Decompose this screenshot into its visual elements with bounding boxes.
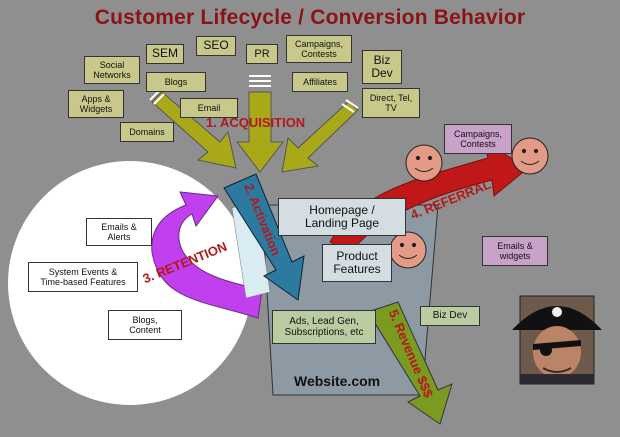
source-email: Email [180,98,238,118]
retention-emails-alerts: Emails & Alerts [86,218,152,246]
source-sem: SEM [146,44,184,64]
website-product-features-box: Product Features [322,244,392,282]
smiley-icon-bottom [389,231,427,269]
acquisition-arrow-left [151,91,237,169]
source-pr: PR [246,44,278,64]
source-apps-widgets: Apps & Widgets [68,90,124,118]
source-seo: SEO [196,36,236,56]
source-biz-dev: Biz Dev [362,50,402,84]
retention-system-events: System Events & Time-based Features [28,262,138,292]
activation-arrow [223,173,305,301]
acquisition-arrow-right [281,101,359,173]
source-domains: Domains [120,122,174,142]
smiley-icon-top-left [405,144,443,182]
source-campaigns-contests: Campaigns, Contests [286,35,352,63]
source-blogs: Blogs [146,72,206,92]
retention-arrow [151,191,263,319]
pirate-photo [512,295,602,385]
website-homepage-box: Homepage / Landing Page [278,198,406,236]
website-label: Website.com [294,373,381,389]
page-title: Customer Lifecycle / Conversion Behavior [94,6,526,29]
smiley-icon-top-right [511,137,549,175]
source-affiliates: Affiliates [292,72,348,92]
smiley-icons [389,137,549,269]
revenue-arrow [367,301,453,425]
stage-acquisition-label: 1. ACQUISITION [206,115,306,130]
acquisition-arrow-center [235,91,285,173]
source-social-networks: Social Networks [84,56,140,84]
referral-campaigns-contests: Campaigns, Contests [444,124,512,154]
retention-blogs-content: Blogs, Content [108,310,182,340]
source-direct-tel-tv: Direct, Tel, TV [362,88,420,118]
revenue-biz-dev: Biz Dev [420,306,480,326]
website-revenue-types-box: Ads, Lead Gen, Subscriptions, etc [272,310,376,344]
referral-emails-widgets: Emails & widgets [482,236,548,266]
acquisition-arrows [151,91,359,173]
